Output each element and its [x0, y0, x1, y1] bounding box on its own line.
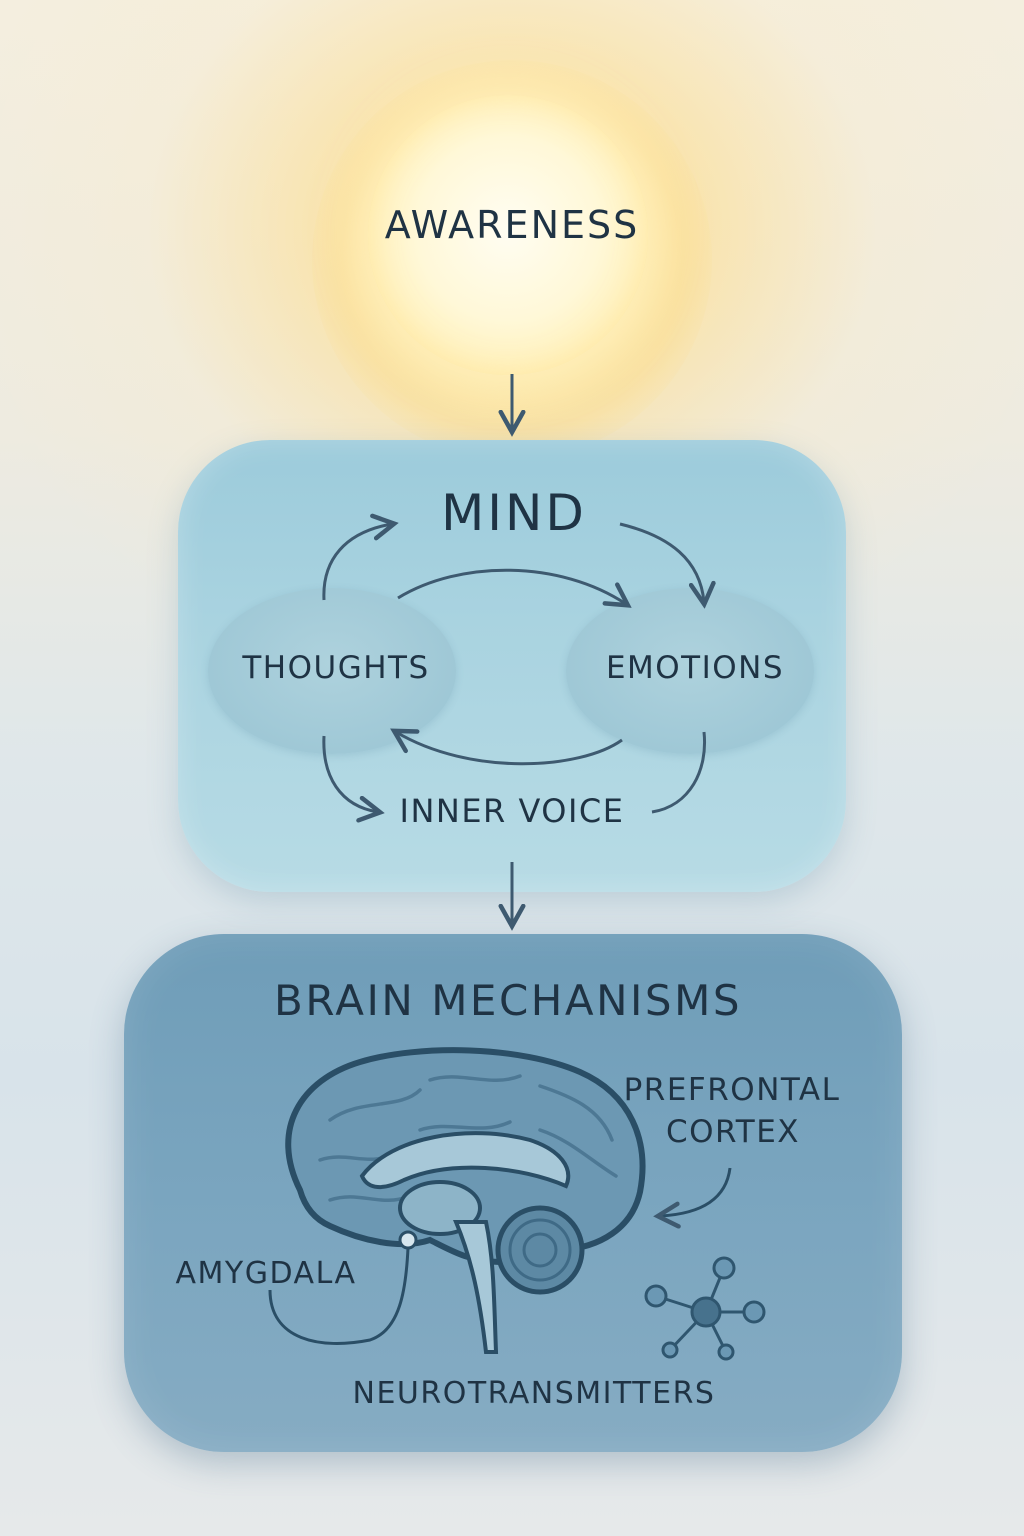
amygdala-pointer-line — [268, 1247, 410, 1345]
prefrontal-label-line1: PREFRONTAL — [623, 1072, 841, 1108]
emotions-bubble — [566, 588, 814, 754]
molecule-icon — [644, 1256, 766, 1361]
awareness-sun — [368, 95, 648, 375]
arrow-mind-to-emotions — [619, 522, 704, 602]
arrow-thoughts-to-emotions — [397, 568, 626, 604]
thoughts-bubble — [208, 588, 456, 754]
arrow-prefrontal-pointer — [660, 1167, 732, 1216]
arrow-thoughts-to-inner-voice — [322, 735, 378, 812]
brain-icon — [285, 1047, 646, 1354]
emotions-label: EMOTIONS — [605, 650, 785, 686]
thoughts-label: THOUGHTS — [242, 650, 430, 686]
awareness-label: AWARENESS — [384, 203, 640, 247]
arrow-emotions-to-thoughts — [396, 732, 623, 766]
amygdala-label: AMYGDALA — [175, 1256, 357, 1291]
mind-title: MIND — [441, 484, 587, 542]
neurotransmitters-label: NEUROTRANSMITTERS — [352, 1376, 716, 1411]
brain-title: BRAIN MECHANISMS — [274, 976, 742, 1025]
prefrontal-label-line2: CORTEX — [665, 1114, 801, 1150]
inner-voice-label: INNER VOICE — [399, 792, 625, 830]
arrow-thoughts-to-mind — [322, 524, 392, 601]
arrow-inner-voice-to-emotions — [651, 731, 707, 814]
